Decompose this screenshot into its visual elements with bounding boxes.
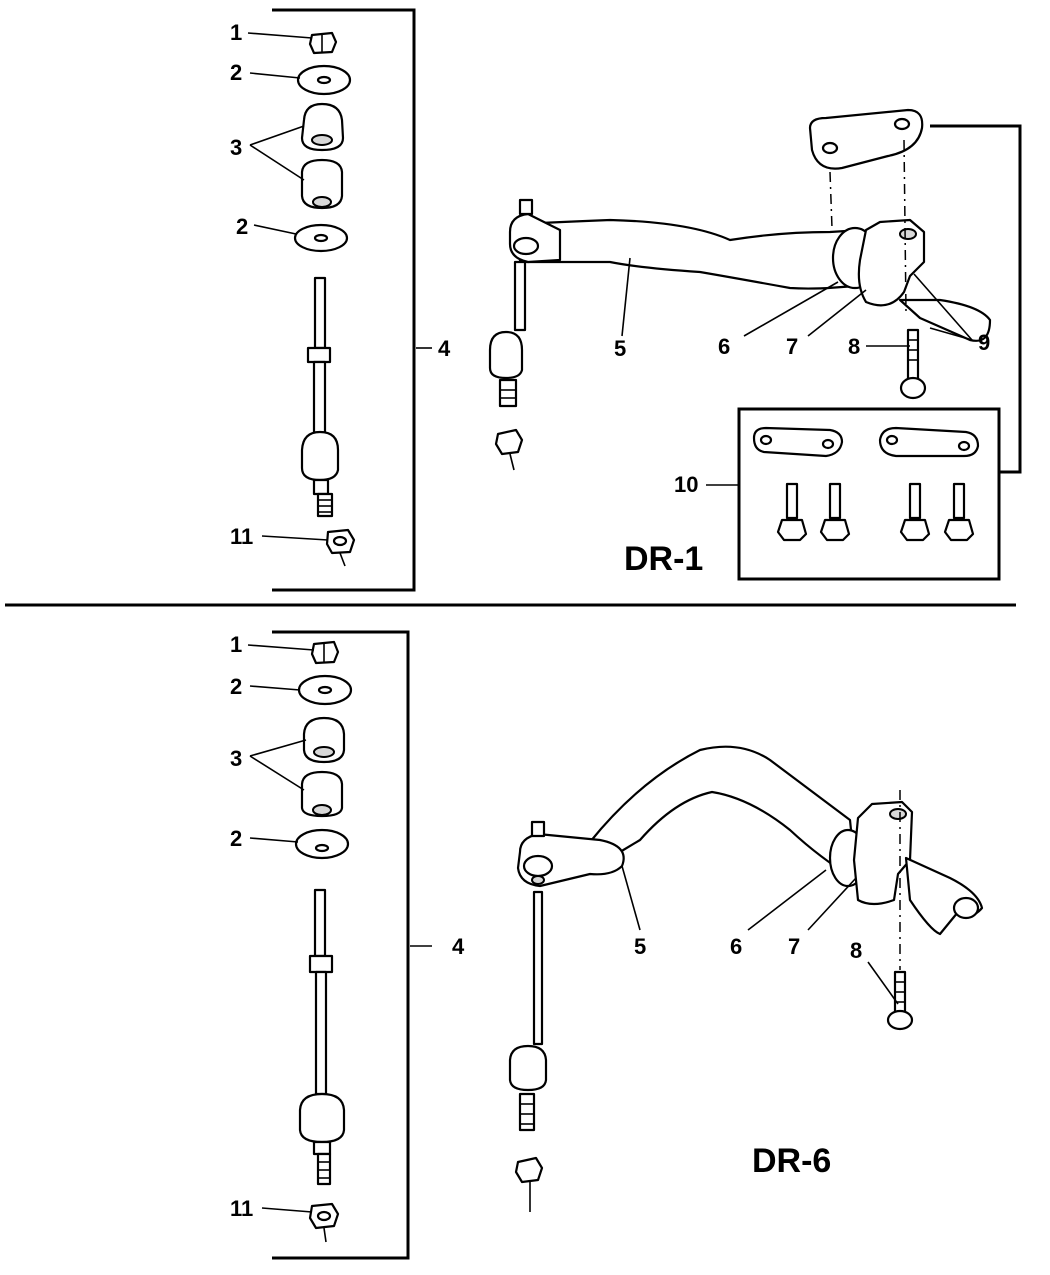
link-kit-bracket: [272, 630, 410, 1260]
callout-1: 1: [230, 632, 242, 657]
diagram-code: DR-1: [624, 540, 703, 578]
callout-3: 3: [230, 746, 242, 771]
callout-8: 8: [848, 334, 860, 359]
callout-6: 6: [730, 934, 742, 959]
kit-bolt-part: [943, 482, 975, 542]
link-rod-part: [300, 276, 340, 518]
nut-part: [310, 640, 340, 665]
bushing-part: [300, 102, 345, 152]
link-kit-bracket: [272, 8, 416, 592]
callout-1: 1: [230, 20, 242, 45]
bushing-part: [302, 716, 346, 764]
callout-6: 6: [718, 334, 730, 359]
kit-bolt-part: [819, 482, 851, 542]
kit-plate-part: [878, 426, 980, 458]
callout-2: 2: [230, 60, 242, 85]
kit-bolt-part: [899, 482, 931, 542]
bushing-part: [300, 158, 344, 210]
nut-part: [308, 31, 338, 55]
callout-11: 11: [230, 1196, 253, 1221]
callout-2: 2: [236, 214, 248, 239]
washer-part: [293, 223, 349, 253]
diagram-code: DR-6: [752, 1142, 831, 1180]
washer-part: [294, 828, 350, 860]
callout-7: 7: [786, 334, 798, 359]
kit-connector-line: [930, 124, 1022, 474]
kit-plate-part: [752, 426, 844, 458]
kit-bolt-part: [776, 482, 808, 542]
nut-part: [308, 1202, 340, 1243]
washer-part: [296, 64, 352, 96]
callout-9: 9: [978, 330, 990, 355]
washer-part: [297, 674, 353, 706]
callout-2: 2: [230, 674, 242, 699]
callout-5: 5: [614, 336, 626, 361]
nut-part: [325, 528, 356, 567]
panel-dr1: 1 2 3 2 4 11: [230, 8, 1022, 592]
bracket-plate-part: [808, 108, 924, 313]
stabilizer-bar-part: [488, 198, 992, 471]
callout-4: 4: [452, 934, 465, 959]
callout-11: 11: [230, 524, 253, 549]
callout-7: 7: [788, 934, 800, 959]
panel-dr6: 1 2 3 2 4 11: [230, 630, 984, 1260]
link-rod-part: [298, 888, 346, 1186]
callout-8: 8: [850, 938, 862, 963]
callout-5: 5: [634, 934, 646, 959]
callout-10: 10: [674, 472, 698, 497]
callout-3: 3: [230, 135, 242, 160]
service-kit-box: [737, 407, 1001, 581]
callout-2: 2: [230, 826, 242, 851]
stabilizer-bar-part: [508, 745, 984, 1212]
callout-4: 4: [438, 336, 451, 361]
bushing-part: [300, 770, 344, 818]
